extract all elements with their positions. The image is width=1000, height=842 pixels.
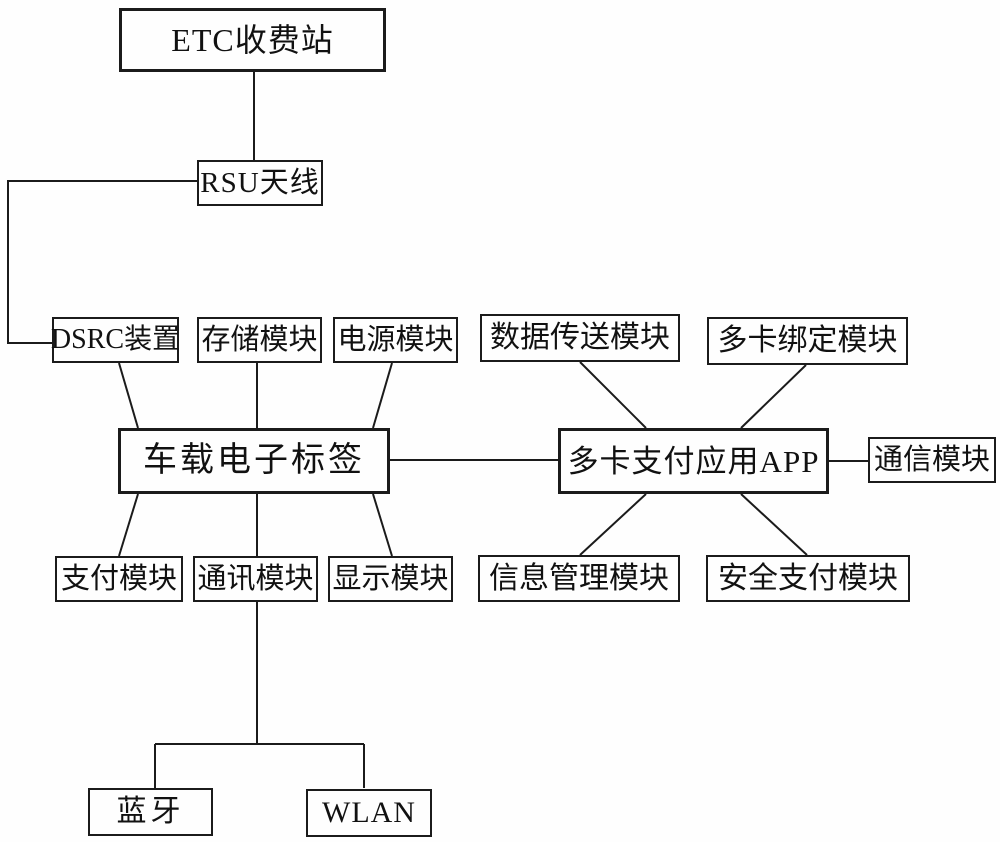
node-power-module: 电源模块 — [333, 317, 458, 363]
edge-tag-display — [372, 493, 393, 557]
node-data-transfer-module: 数据传送模块 — [480, 314, 680, 362]
node-multi-card-payment-app: 多卡支付应用APP — [558, 428, 829, 494]
node-info-management-module: 信息管理模块 — [478, 555, 680, 602]
edge-tag-payment — [118, 493, 139, 557]
node-comm-module: 通讯模块 — [193, 556, 318, 602]
node-bluetooth: 蓝牙 — [88, 788, 213, 836]
node-communication-module: 通信模块 — [868, 437, 996, 483]
node-multi-card-binding-module: 多卡绑定模块 — [707, 317, 908, 365]
edge-rsu-dsrc — [7, 180, 197, 344]
node-onboard-tag: 车载电子标签 — [118, 428, 390, 494]
node-payment-module: 支付模块 — [55, 556, 183, 602]
node-storage-module: 存储模块 — [197, 317, 322, 363]
edge-binding-app — [740, 364, 807, 429]
edge-power-tag — [372, 362, 393, 429]
edge-dsrc-tag — [118, 362, 139, 429]
node-rsu-antenna: RSU天线 — [197, 160, 323, 206]
edge-app-info — [579, 493, 647, 556]
edge-app-secure — [740, 493, 808, 556]
node-secure-payment-module: 安全支付模块 — [706, 555, 910, 602]
node-etc-station: ETC收费站 — [119, 8, 386, 72]
node-wlan: WLAN — [306, 789, 432, 837]
edge-datatransfer-app — [579, 361, 647, 429]
node-dsrc-device: DSRC装置 — [51, 317, 180, 363]
node-display-module: 显示模块 — [328, 556, 453, 602]
